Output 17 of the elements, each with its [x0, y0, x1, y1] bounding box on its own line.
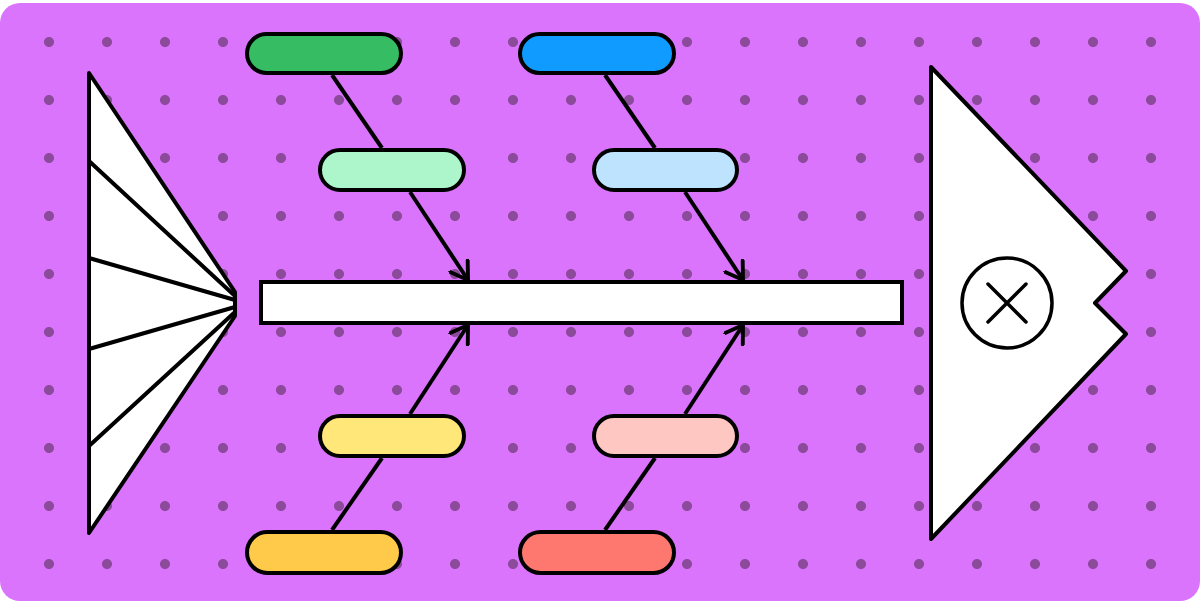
- connector-line: [330, 456, 384, 532]
- pill-shape: [245, 530, 403, 575]
- arrow: [408, 190, 470, 282]
- pill-shape: [592, 148, 739, 192]
- arrow: [683, 323, 745, 416]
- connector-line: [330, 73, 384, 150]
- arrow: [408, 323, 470, 416]
- connector-line: [603, 73, 657, 150]
- pill-shape: [518, 32, 676, 75]
- pill-shape: [592, 414, 739, 458]
- pill-shape: [318, 148, 466, 192]
- connector-line: [603, 456, 657, 532]
- fish-spine-bar: [259, 280, 904, 325]
- pill-shape: [518, 530, 676, 575]
- arrow: [683, 190, 745, 282]
- pill-shape: [245, 32, 403, 75]
- pill-shape: [318, 414, 466, 458]
